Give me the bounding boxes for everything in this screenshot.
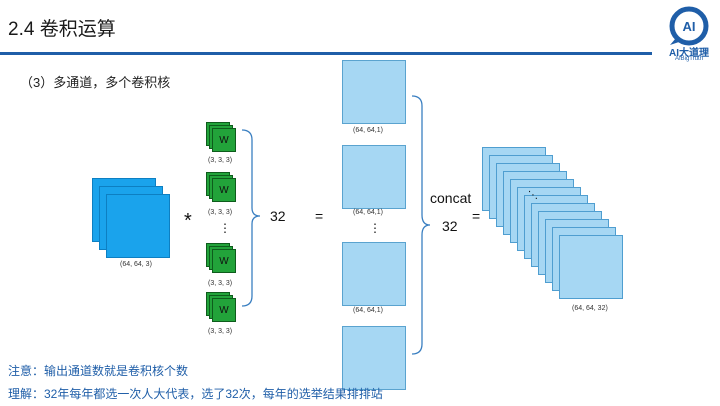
input-channel [106,194,170,258]
kernel-weight-label: W [212,178,236,202]
slide-title: 2.4 卷积运算 [8,19,116,40]
logo-wordmark: AI大道理 [669,48,709,59]
convolution-operator: * [184,210,192,232]
kernel-weight-label: W [212,298,236,322]
ai-logo-icon: AI [669,6,709,46]
feature-map-brace [411,95,431,355]
note-text: 注意：输出通道数就是卷积核个数 [8,364,189,378]
equals-sign: = [315,208,324,224]
kernel-shape-label: (3, 3, 3) [208,157,233,164]
logo-glyph: AI [683,19,696,34]
kernel-shape-label: (3, 3, 3) [208,209,233,216]
output-channel [559,235,623,299]
kernel-count-label: 32 [270,208,286,224]
output-shape-label: (64, 64, 32) [572,305,608,312]
feature-map [342,145,406,209]
feature-map-shape-label: (64, 64,1) [353,127,383,134]
feature-map-ellipsis: ⋮ [369,221,381,235]
feature-map-shape-label: (64, 64,1) [353,307,383,314]
concat-count-label: 32 [442,218,458,234]
title-divider [0,52,652,55]
equals-sign: = [472,208,481,224]
concat-label: concat [430,190,472,206]
feature-map [342,326,406,390]
kernel-shape-label: (3, 3, 3) [208,328,233,335]
kernel-brace [241,129,261,307]
output-ellipsis: ⋱ [528,190,538,201]
input-shape-label: (64, 64, 3) [120,261,152,268]
kernel-ellipsis: ⋮ [219,221,231,235]
kernel-weight-label: W [212,128,236,152]
kernel-shape-label: (3, 3, 3) [208,280,233,287]
section-subtitle: （3）多通道，多个卷积核 [20,75,171,90]
logo-subtext: AIBigTruth [674,56,704,62]
feature-map [342,242,406,306]
understanding-text: 理解：32年每年都选一次人大代表，选了32次，每年的选举结果排排站 [8,387,383,401]
feature-map [342,60,406,124]
kernel-weight-label: W [212,249,236,273]
feature-map-shape-label: (64, 64,1) [353,209,383,216]
